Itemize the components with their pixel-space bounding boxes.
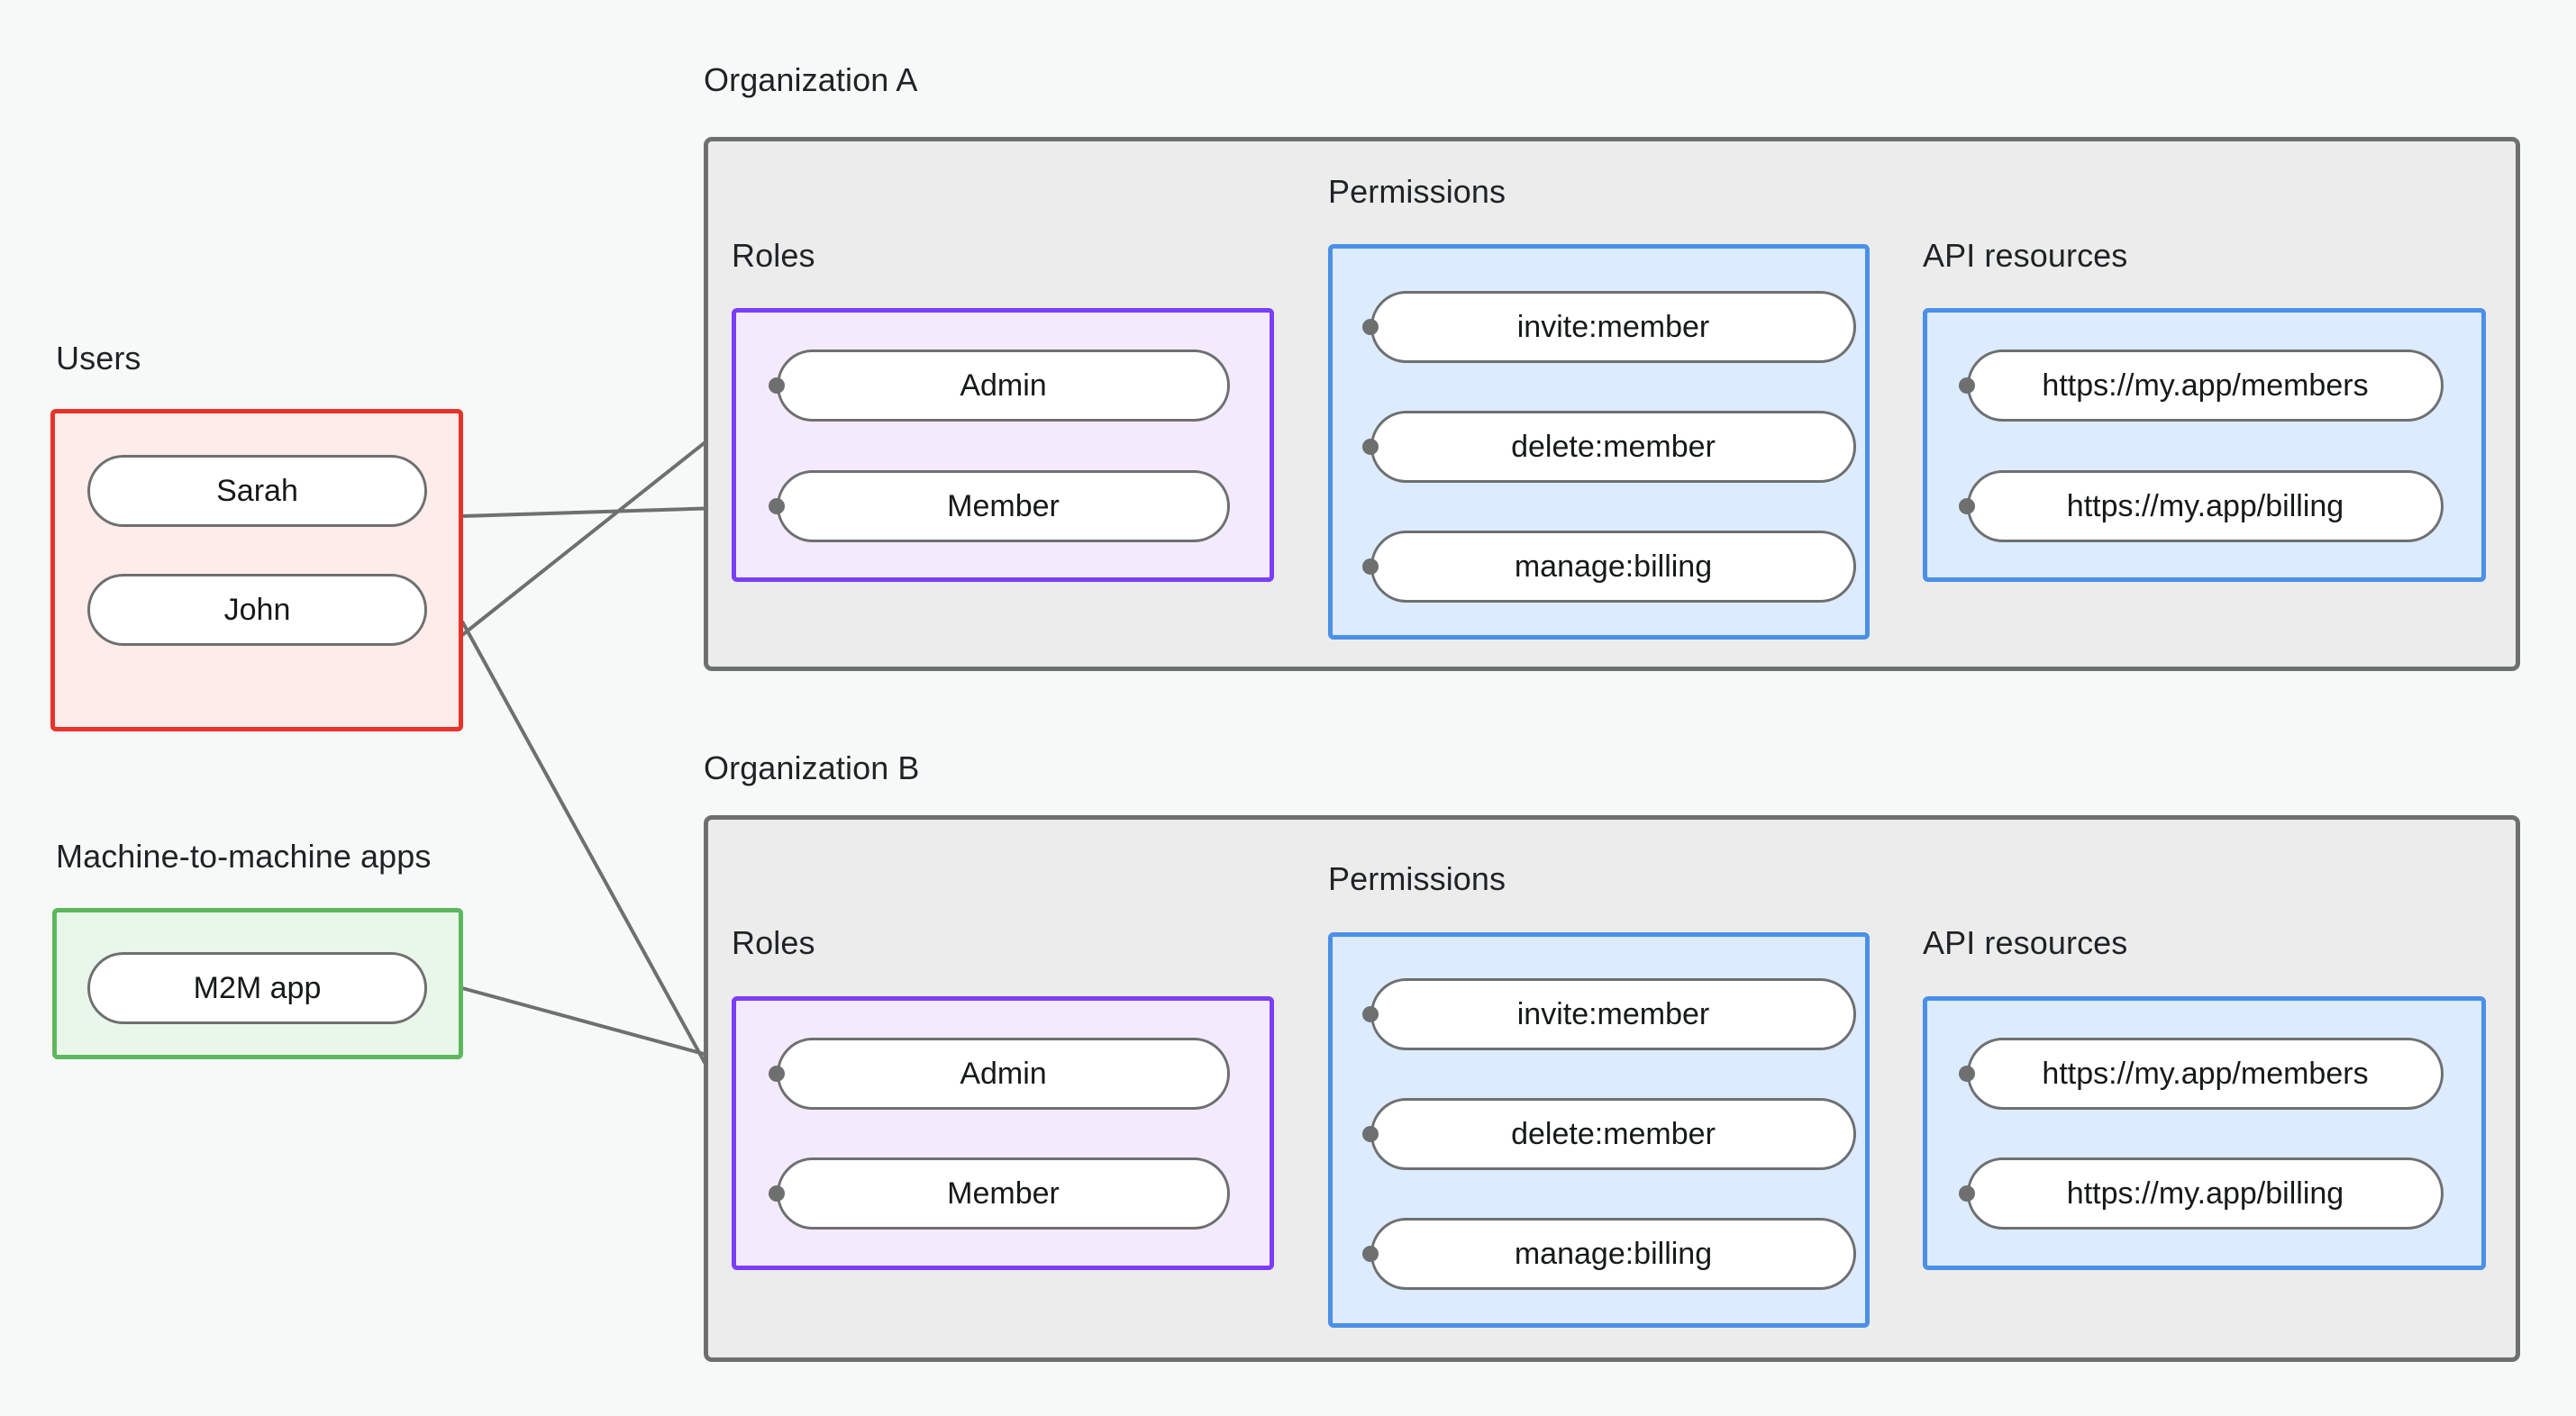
endpoint-dot-b-member xyxy=(769,1185,785,1202)
org-b-label: Organization B xyxy=(704,749,920,786)
endpoint-dot-b-invite xyxy=(1362,1006,1379,1022)
m2m-pill-app[interactable]: M2M app xyxy=(87,952,427,1024)
user-pill-john[interactable]: John xyxy=(87,574,427,646)
m2m-group-label: Machine-to-machine apps xyxy=(56,838,432,875)
org-b-permission-pill-invite[interactable]: invite:member xyxy=(1370,978,1856,1050)
org-b-role-pill-member[interactable]: Member xyxy=(777,1157,1230,1230)
org-a-permission-pill-delete[interactable]: delete:member xyxy=(1370,411,1856,483)
endpoint-dot-a-invite xyxy=(1362,319,1379,335)
org-a-permission-pill-invite[interactable]: invite:member xyxy=(1370,291,1856,363)
org-a-api-pill-members[interactable]: https://my.app/members xyxy=(1967,349,2444,422)
endpoint-dot-a-admin xyxy=(769,377,785,394)
org-b-roles-label: Roles xyxy=(732,924,815,961)
org-a-label: Organization A xyxy=(704,61,918,98)
endpoint-dot-a-res-billing xyxy=(1959,498,1975,514)
org-a-roles-label: Roles xyxy=(732,237,815,274)
org-b-permission-pill-billing[interactable]: manage:billing xyxy=(1370,1218,1856,1290)
org-b-api-pill-billing[interactable]: https://my.app/billing xyxy=(1967,1157,2444,1230)
org-b-permission-pill-delete[interactable]: delete:member xyxy=(1370,1098,1856,1170)
endpoint-dot-a-member xyxy=(769,498,785,514)
org-b-api-resources-label: API resources xyxy=(1923,924,2128,961)
endpoint-dot-a-billing xyxy=(1362,558,1379,575)
users-group-label: Users xyxy=(56,340,141,377)
endpoint-dot-a-delete xyxy=(1362,439,1379,455)
org-a-permission-pill-billing[interactable]: manage:billing xyxy=(1370,531,1856,603)
endpoint-dot-b-billing xyxy=(1362,1246,1379,1262)
endpoint-dot-b-delete xyxy=(1362,1126,1379,1142)
org-a-api-pill-billing[interactable]: https://my.app/billing xyxy=(1967,470,2444,542)
org-a-permissions-label: Permissions xyxy=(1328,173,1506,210)
org-a-role-pill-admin[interactable]: Admin xyxy=(777,349,1230,422)
endpoint-dot-b-res-members xyxy=(1959,1066,1975,1082)
org-b-permissions-label: Permissions xyxy=(1328,860,1506,897)
endpoint-dot-b-res-billing xyxy=(1959,1185,1975,1202)
user-pill-sarah[interactable]: Sarah xyxy=(87,455,427,527)
org-b-role-pill-admin[interactable]: Admin xyxy=(777,1038,1230,1110)
endpoint-dot-b-admin xyxy=(769,1066,785,1082)
org-a-role-pill-member[interactable]: Member xyxy=(777,470,1230,542)
endpoint-dot-a-res-members xyxy=(1959,377,1975,394)
org-a-api-resources-label: API resources xyxy=(1923,237,2128,274)
org-b-api-pill-members[interactable]: https://my.app/members xyxy=(1967,1038,2444,1110)
